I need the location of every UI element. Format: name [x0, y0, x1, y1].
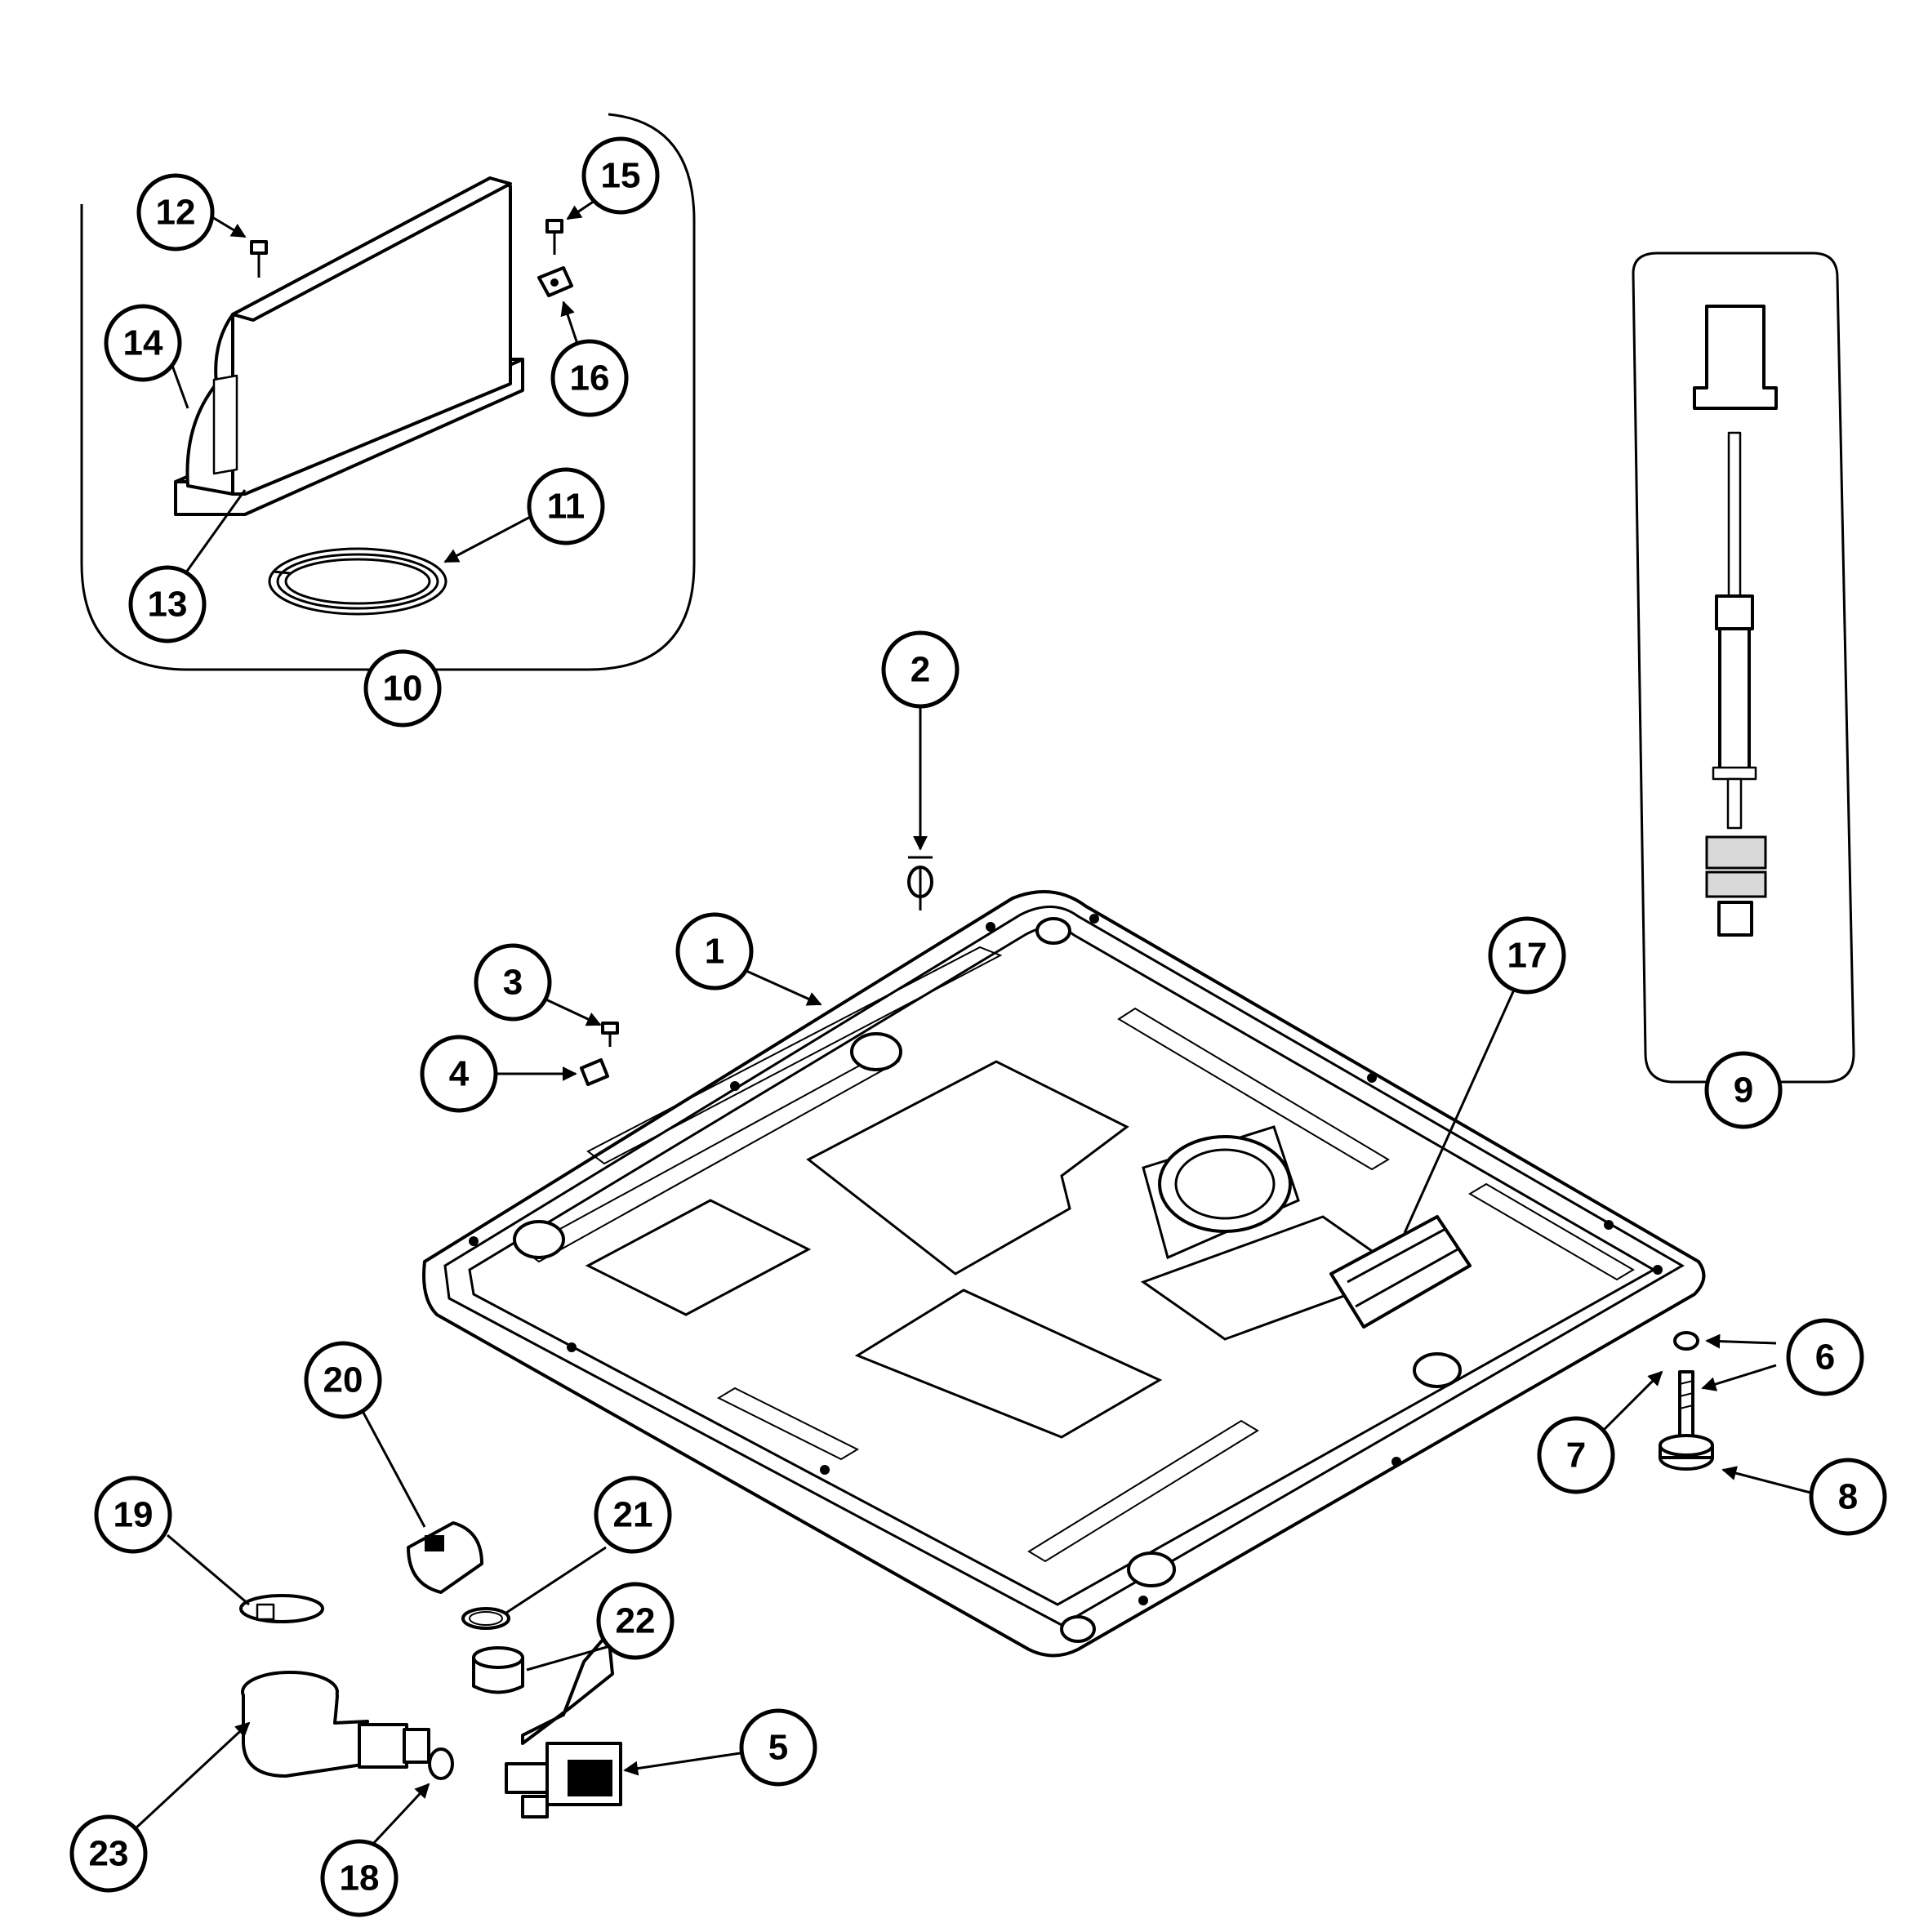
callout-10: 10 [363, 649, 442, 728]
callout-1: 1 [675, 912, 754, 990]
callout-11-label: 11 [547, 487, 586, 527]
callout-8-label: 8 [1838, 1477, 1858, 1517]
callout-22: 22 [596, 1582, 675, 1660]
callout-16: 16 [550, 339, 629, 417]
callout-9-label: 9 [1734, 1071, 1753, 1111]
callout-21-label: 21 [613, 1495, 653, 1535]
part-18-clamp [428, 1747, 454, 1780]
callout-5-label: 5 [768, 1728, 788, 1768]
part-9-shaft [1693, 305, 1778, 937]
part-11-coil [268, 547, 447, 616]
callout-6-label: 6 [1815, 1338, 1835, 1378]
callout-3-label: 3 [503, 963, 523, 1003]
callout-12-label: 12 [156, 193, 196, 233]
callout-4: 4 [420, 1035, 498, 1113]
callout-9: 9 [1704, 1051, 1783, 1129]
callout-15: 15 [581, 136, 660, 215]
part-15-screw [545, 219, 563, 255]
callout-23: 23 [69, 1814, 148, 1893]
kit-inset-10 [80, 113, 696, 671]
part-3-screw [601, 1022, 619, 1047]
callout-19-label: 19 [114, 1495, 154, 1535]
part-7-leg-bolt [1678, 1370, 1694, 1443]
callout-17: 17 [1488, 916, 1566, 995]
leader-lines [133, 700, 1818, 1847]
part-20-connector [407, 1521, 483, 1594]
part-21-clamp [461, 1607, 510, 1630]
part-22-cap [472, 1646, 524, 1694]
callout-6: 6 [1786, 1318, 1864, 1396]
callout-14: 14 [104, 304, 182, 382]
part-19-clamp [239, 1594, 324, 1623]
part-1-base-frame [422, 890, 1706, 1658]
part-23-hose-elbow [241, 1671, 430, 1778]
kit-inset-9 [1632, 252, 1855, 1084]
part-2-clip [907, 856, 933, 910]
callout-8: 8 [1809, 1458, 1887, 1536]
callout-2-label: 2 [911, 650, 930, 690]
callout-5: 5 [739, 1708, 817, 1787]
part-14-panel [185, 176, 512, 496]
callout-12: 12 [136, 173, 215, 252]
part-4-clip [580, 1058, 609, 1086]
part-17-bracket [1329, 1215, 1472, 1329]
callout-19: 19 [94, 1476, 172, 1554]
callout-17-label: 17 [1507, 936, 1547, 976]
callout-11: 11 [527, 467, 605, 545]
callout-14-label: 14 [123, 323, 163, 363]
callout-15-label: 15 [601, 156, 641, 196]
callout-22-label: 22 [616, 1601, 656, 1641]
callout-20-label: 20 [323, 1360, 363, 1400]
callout-4-label: 4 [449, 1054, 470, 1094]
part-6-nut [1673, 1331, 1699, 1351]
callout-7: 7 [1537, 1416, 1615, 1494]
callout-3: 3 [474, 943, 552, 1022]
callout-20: 20 [304, 1341, 382, 1419]
callout-10-label: 10 [383, 669, 423, 709]
callout-23-label: 23 [89, 1834, 129, 1874]
callout-16-label: 16 [570, 358, 610, 398]
callout-2: 2 [881, 630, 960, 709]
callout-18: 18 [320, 1839, 399, 1917]
part-5-valve [505, 1632, 622, 1818]
part-16-clip [537, 266, 573, 297]
callout-7-label: 7 [1566, 1436, 1586, 1476]
callout-13: 13 [128, 565, 207, 643]
callout-21: 21 [594, 1476, 672, 1554]
part-12-screw [250, 240, 268, 278]
callout-18-label: 18 [340, 1859, 380, 1899]
callout-1-label: 1 [705, 932, 724, 972]
part-8-foot [1659, 1434, 1714, 1471]
callout-13-label: 13 [148, 585, 188, 625]
